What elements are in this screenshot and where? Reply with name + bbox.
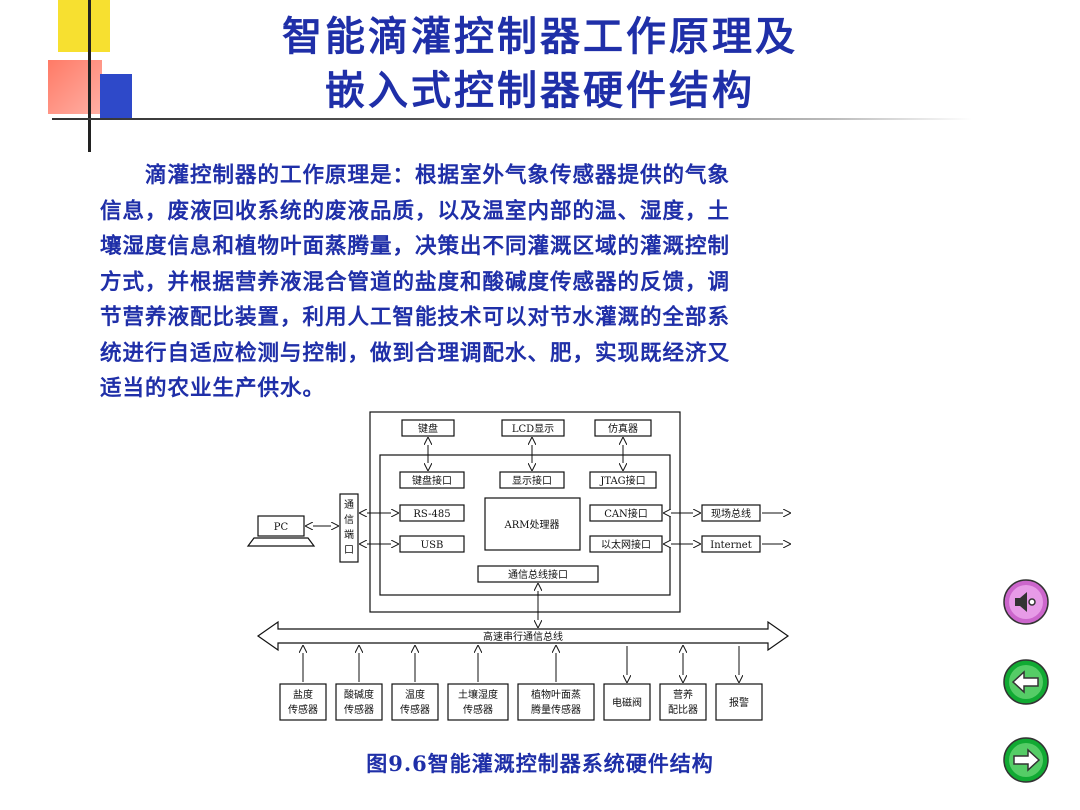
device-label: 传感器	[463, 703, 493, 716]
serial-bus-arrow	[256, 620, 790, 652]
device-box-salinity	[279, 683, 327, 721]
comm-port-char: 端	[344, 528, 354, 541]
bus-interface-box	[477, 565, 599, 583]
comm-port-char: 通	[344, 499, 354, 511]
port-label: USB	[421, 540, 444, 551]
jtag-interface-box	[589, 471, 657, 489]
usb-box	[399, 535, 465, 553]
corner-blue-square	[100, 74, 132, 118]
keyboard-box	[401, 419, 455, 437]
device-label: 配比器	[668, 704, 698, 716]
device-label: 传感器	[288, 703, 318, 716]
device-label: 酸碱度	[344, 688, 374, 701]
can-interface-box	[589, 504, 663, 522]
device-box-temperature	[391, 683, 439, 721]
device-label: 报警	[729, 696, 749, 709]
controller-frame	[379, 454, 671, 596]
pc-label: PC	[274, 522, 289, 533]
comm-port-box	[339, 493, 359, 563]
device-label: 土壤湿度	[458, 688, 498, 701]
title-underline	[52, 118, 972, 120]
device-label: 温度	[405, 688, 425, 701]
device-label: 传感器	[400, 703, 430, 716]
device-box-soil-humidity	[447, 683, 509, 721]
device-label: 盐度	[293, 688, 313, 701]
slide-title-line2: 嵌入式控制器硬件结构	[325, 67, 755, 114]
paragraph-line: 统进行自适应检测与控制，做到合理调配水、肥，实现既经济又	[100, 340, 731, 366]
paragraph-line: 壤湿度信息和植物叶面蒸腾量，决策出不同灌溉区域的灌溉控制	[100, 234, 731, 259]
display-interface-box	[499, 471, 565, 489]
external-label: 现场总线	[711, 507, 751, 520]
keyboard-interface-box	[399, 471, 465, 489]
comm-port-char: 口	[344, 545, 354, 556]
device-box-valve	[603, 683, 651, 721]
corner-red-square	[48, 60, 102, 114]
rs485-box	[399, 504, 465, 522]
device-box-ph	[335, 683, 383, 721]
top-device-label: 键盘	[418, 422, 438, 435]
device-label: 传感器	[344, 703, 374, 716]
comm-port-char: 信	[344, 514, 354, 526]
port-label: 以太网接口	[601, 538, 651, 551]
slide-title-line1: 智能滴灌控制器工作原理及	[282, 13, 798, 60]
external-label: Internet	[710, 540, 751, 551]
ethernet-interface-box	[589, 535, 663, 553]
corner-vertical-line	[88, 0, 91, 152]
top-device-label: 仿真器	[608, 422, 638, 435]
device-box-nutrient	[659, 683, 707, 721]
figure-caption: 图9.6智能灌溉控制器系统硬件结构	[366, 751, 714, 776]
lcd-box	[501, 419, 565, 437]
interface-label: JTAG接口	[599, 474, 645, 487]
serial-bus-label: 高速串行通信总线	[483, 630, 563, 643]
internet-box	[701, 535, 761, 553]
cpu-label: ARM处理器	[504, 519, 560, 531]
device-label: 腾量传感器	[531, 703, 581, 716]
paragraph-line: 滴灌控制器的工作原理是：根据室外气象传感器提供的气象	[100, 163, 731, 188]
device-box-alarm	[715, 683, 763, 721]
paragraph-line: 节营养液配比装置，利用人工智能技术可以对节水灌溉的全部系	[100, 305, 731, 330]
device-box-transpiration	[517, 683, 595, 721]
interface-label: 显示接口	[512, 474, 552, 487]
body-paragraph: 滴灌控制器的工作原理是：根据室外气象传感器提供的气象 信息，废液回收系统的废液品…	[100, 158, 948, 407]
pc-box	[257, 515, 305, 537]
corner-yellow-square	[58, 0, 110, 52]
device-label: 电磁阀	[612, 696, 642, 709]
sound-button[interactable]	[1002, 578, 1050, 626]
hardware-structure-diagram: 键盘 LCD显示 仿真器 键盘接口 显示接口 JTAG接口 RS-485 USB…	[246, 411, 800, 721]
interface-label: 键盘接口	[412, 474, 452, 487]
laptop-icon	[246, 537, 316, 547]
paragraph-line: 信息，废液回收系统的废液品质，以及温室内部的温、湿度，土	[100, 198, 731, 224]
arm-processor-box	[484, 497, 581, 551]
forward-button[interactable]	[1002, 736, 1050, 784]
back-button[interactable]	[1002, 658, 1050, 706]
field-bus-box	[701, 504, 761, 522]
top-device-label: LCD显示	[512, 423, 554, 435]
paragraph-line: 方式，并根据营养液混合管道的盐度和酸碱度传感器的反馈，调	[100, 269, 731, 295]
paragraph-line: 适当的农业生产供水。	[100, 376, 326, 401]
emulator-box	[594, 419, 652, 437]
device-label: 植物叶面蒸	[531, 688, 581, 701]
forward-arrow-icon	[1003, 737, 1049, 783]
port-label: RS-485	[413, 509, 450, 520]
sound-icon	[1003, 579, 1049, 625]
port-label: CAN接口	[604, 507, 648, 520]
device-label: 营养	[673, 688, 693, 701]
bus-interface-label: 通信总线接口	[508, 568, 568, 581]
back-arrow-icon	[1003, 659, 1049, 705]
